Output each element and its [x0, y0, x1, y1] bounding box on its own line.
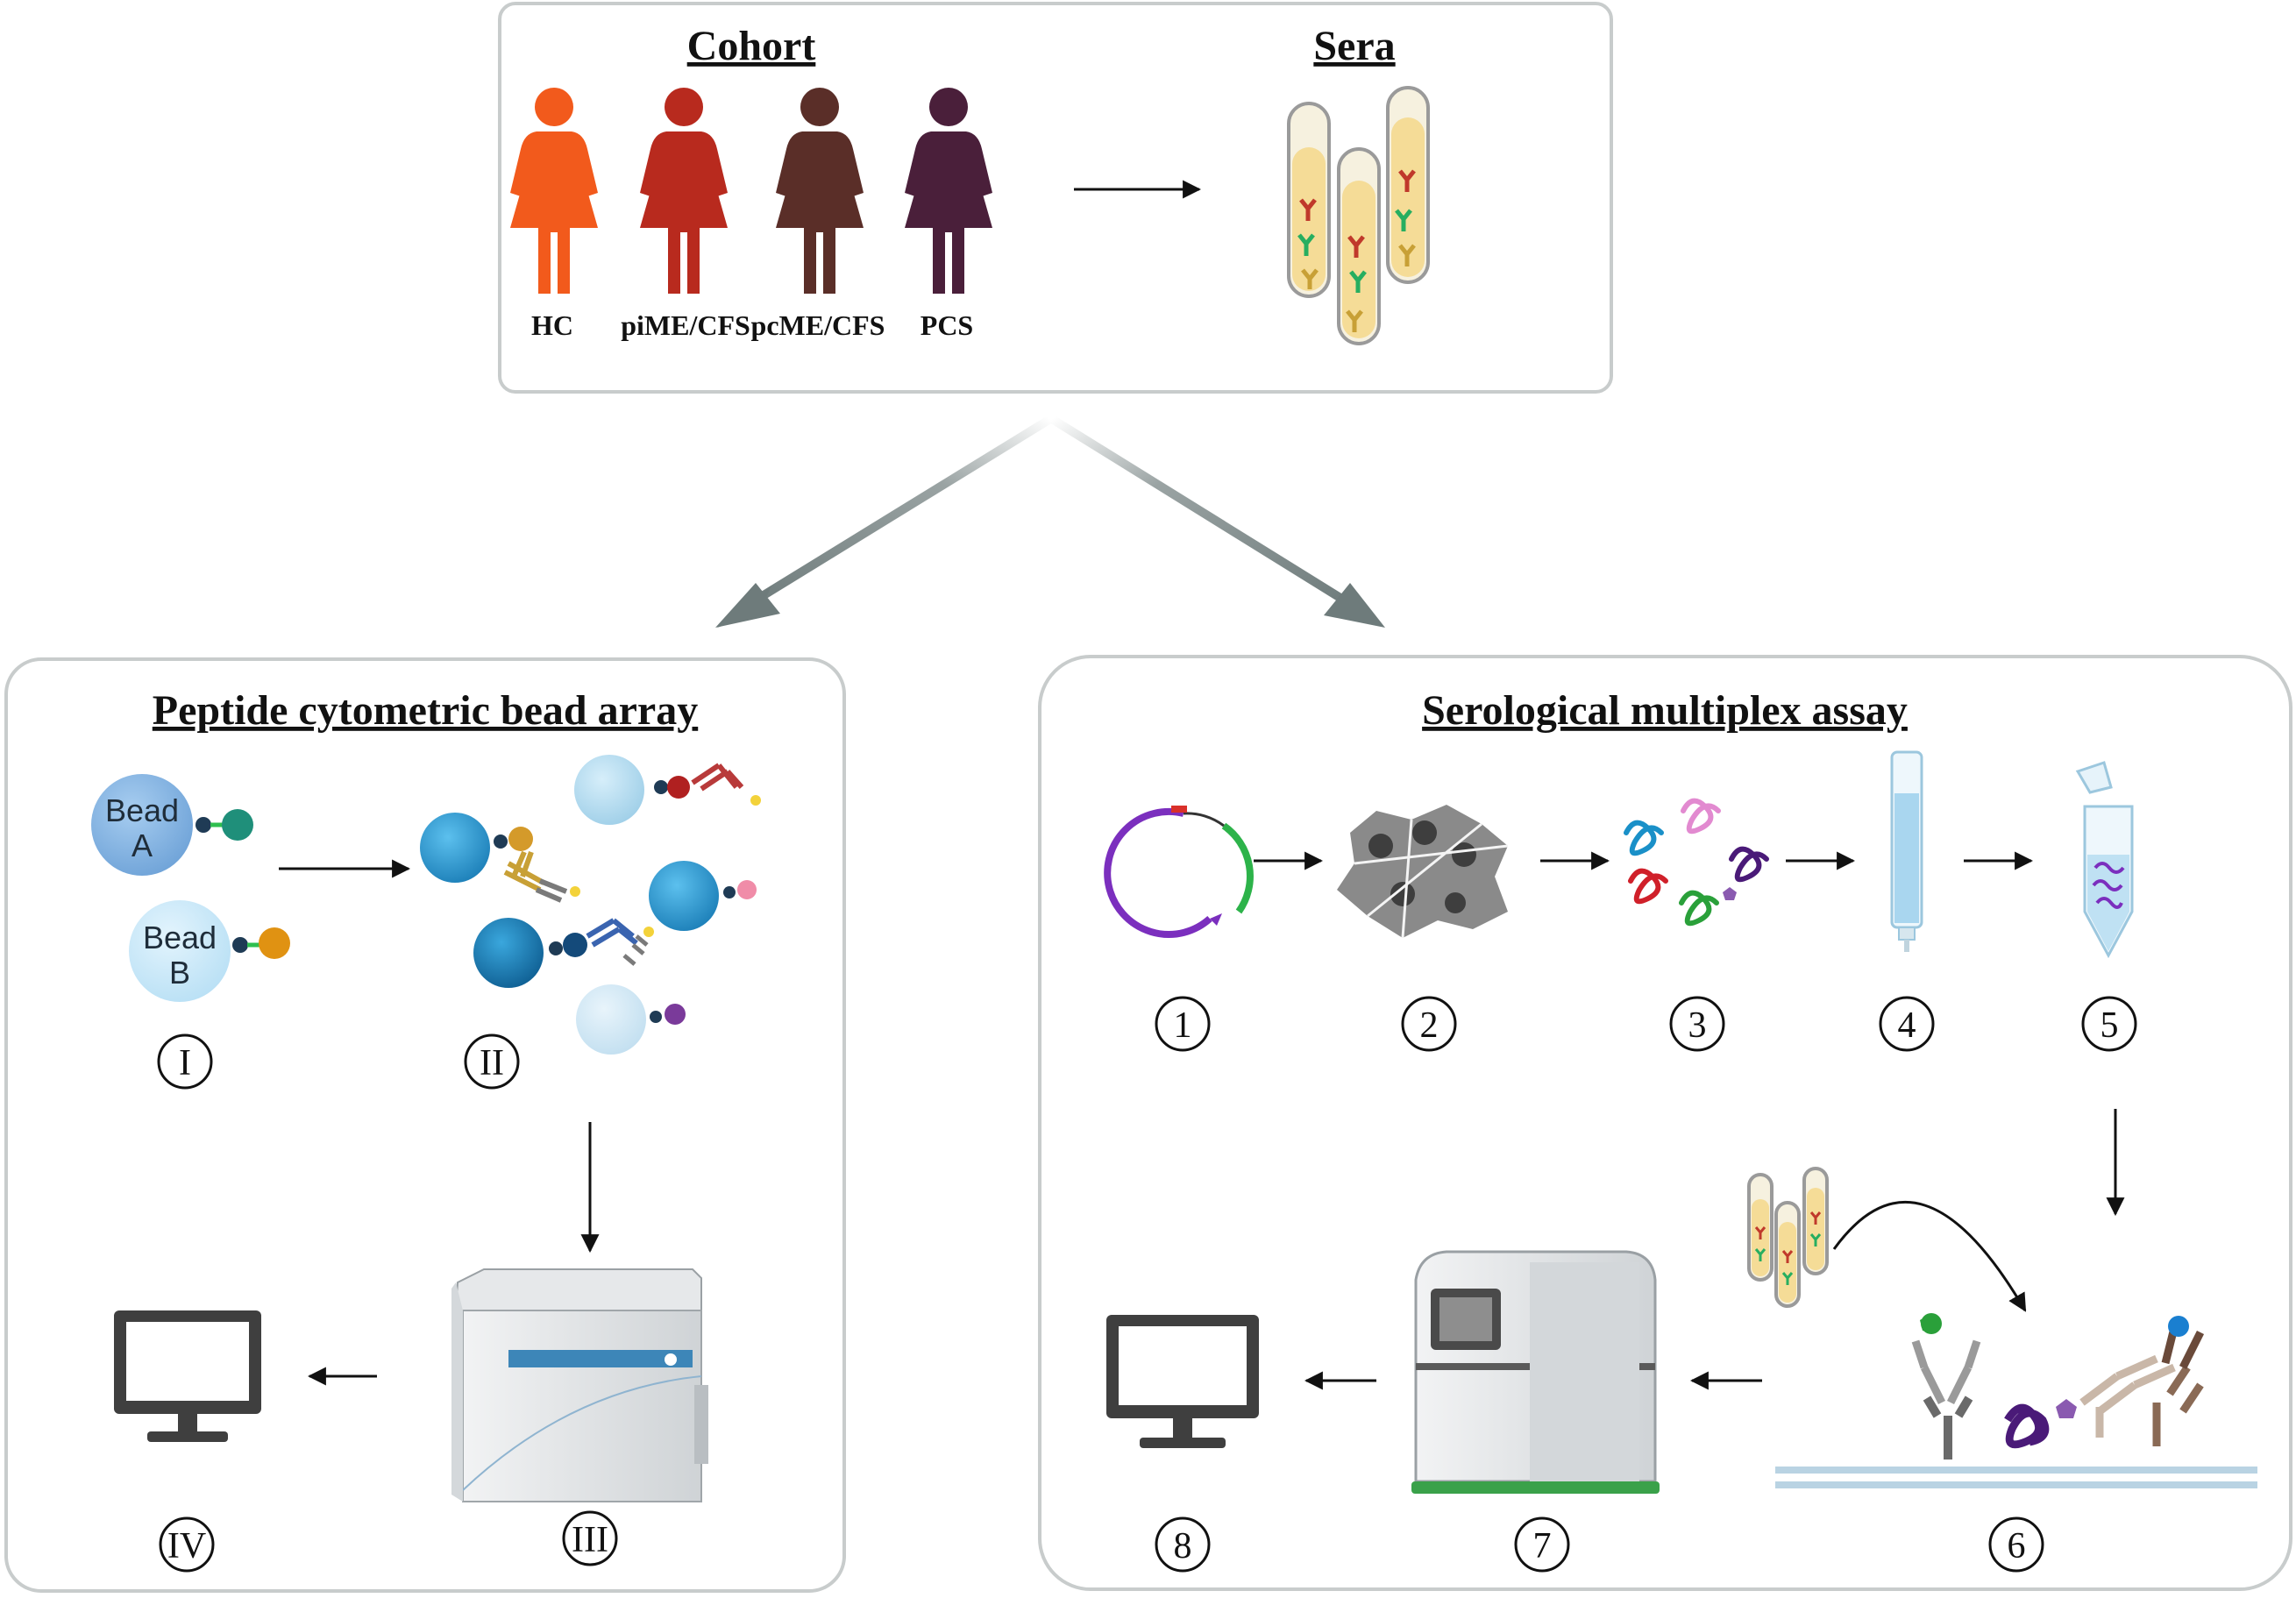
sera-heading: Sera	[1313, 23, 1395, 69]
group-label-pcs: PCS	[921, 309, 973, 341]
step-marker-iv: IV	[159, 1516, 215, 1573]
svg-text:B: B	[169, 955, 190, 991]
sera-addition-arrow	[1832, 1201, 2027, 1312]
svg-text:Bead: Bead	[143, 920, 217, 955]
step-marker-4: 4	[1879, 996, 1935, 1052]
antibody-assay-icon	[1775, 1313, 2257, 1488]
flow-cytometer-icon	[451, 1268, 708, 1502]
svg-text:4: 4	[1898, 1005, 1916, 1046]
svg-text:5: 5	[2101, 1005, 2119, 1046]
svg-text:A: A	[132, 827, 153, 863]
svg-text:7: 7	[1533, 1526, 1552, 1566]
multiplex-assay-heading: Serological multiplex assay	[1422, 687, 1908, 734]
svg-text:IV: IV	[167, 1526, 206, 1566]
step-marker-5: 5	[2081, 996, 2137, 1052]
step-marker-2: 2	[1401, 996, 1457, 1052]
cell-culture-icon	[1337, 805, 1509, 939]
svg-text:III: III	[572, 1520, 608, 1560]
group-label-pcme-cfs: pcME/CFS	[751, 309, 885, 341]
multiplex-assay-panel: Serological multiplex assay	[1038, 655, 2292, 1591]
svg-text:II: II	[480, 1043, 504, 1083]
plasmid-icon	[1104, 806, 1254, 938]
svg-text:2: 2	[1420, 1005, 1439, 1046]
svg-text:Bead: Bead	[105, 792, 179, 828]
svg-text:8: 8	[1174, 1526, 1192, 1566]
bead-a-icon: Bead A	[91, 774, 253, 876]
computer-monitor-icon	[114, 1310, 261, 1442]
step-marker-i: I	[157, 1033, 213, 1090]
step-marker-3: 3	[1669, 996, 1725, 1052]
protein-mixture-icon	[1624, 798, 1769, 927]
person-icon-pime-cfs	[640, 88, 728, 294]
bead-b-icon: Bead B	[129, 900, 290, 1002]
person-icon-hc	[510, 88, 598, 294]
bound-beads-icon	[420, 755, 761, 1055]
sera-tubes-icon	[1287, 86, 1430, 345]
group-label-pime-cfs: piME/CFS	[621, 309, 750, 341]
person-icon-pcs	[905, 88, 992, 294]
svg-text:3: 3	[1688, 1005, 1707, 1046]
bead-array-panel: Peptide cytometric bead array Bead A Bea…	[4, 657, 846, 1593]
step-marker-6: 6	[1988, 1516, 2044, 1573]
step-marker-8: 8	[1155, 1516, 1211, 1573]
sera-tubes-small-icon	[1747, 1167, 1829, 1308]
step-marker-1: 1	[1155, 996, 1211, 1052]
bead-array-heading: Peptide cytometric bead array	[153, 687, 698, 734]
eppendorf-tube-icon	[2075, 761, 2134, 959]
computer-monitor-icon	[1106, 1315, 1259, 1448]
multiplex-reader-icon	[1411, 1250, 1660, 1494]
cohort-heading: Cohort	[687, 23, 816, 69]
purification-column-icon	[1890, 750, 1923, 952]
cohort-panel: Cohort Sera HC piME/CFS pcME/CFS PCS	[498, 2, 1613, 394]
step-marker-iii: III	[562, 1510, 618, 1566]
person-icon-pcme-cfs	[776, 88, 864, 294]
svg-text:6: 6	[2008, 1526, 2026, 1566]
step-marker-7: 7	[1514, 1516, 1570, 1573]
svg-text:1: 1	[1174, 1005, 1192, 1046]
split-arrows	[715, 415, 1385, 628]
svg-text:I: I	[179, 1043, 191, 1083]
step-marker-ii: II	[464, 1033, 520, 1090]
group-label-hc: HC	[531, 309, 573, 341]
